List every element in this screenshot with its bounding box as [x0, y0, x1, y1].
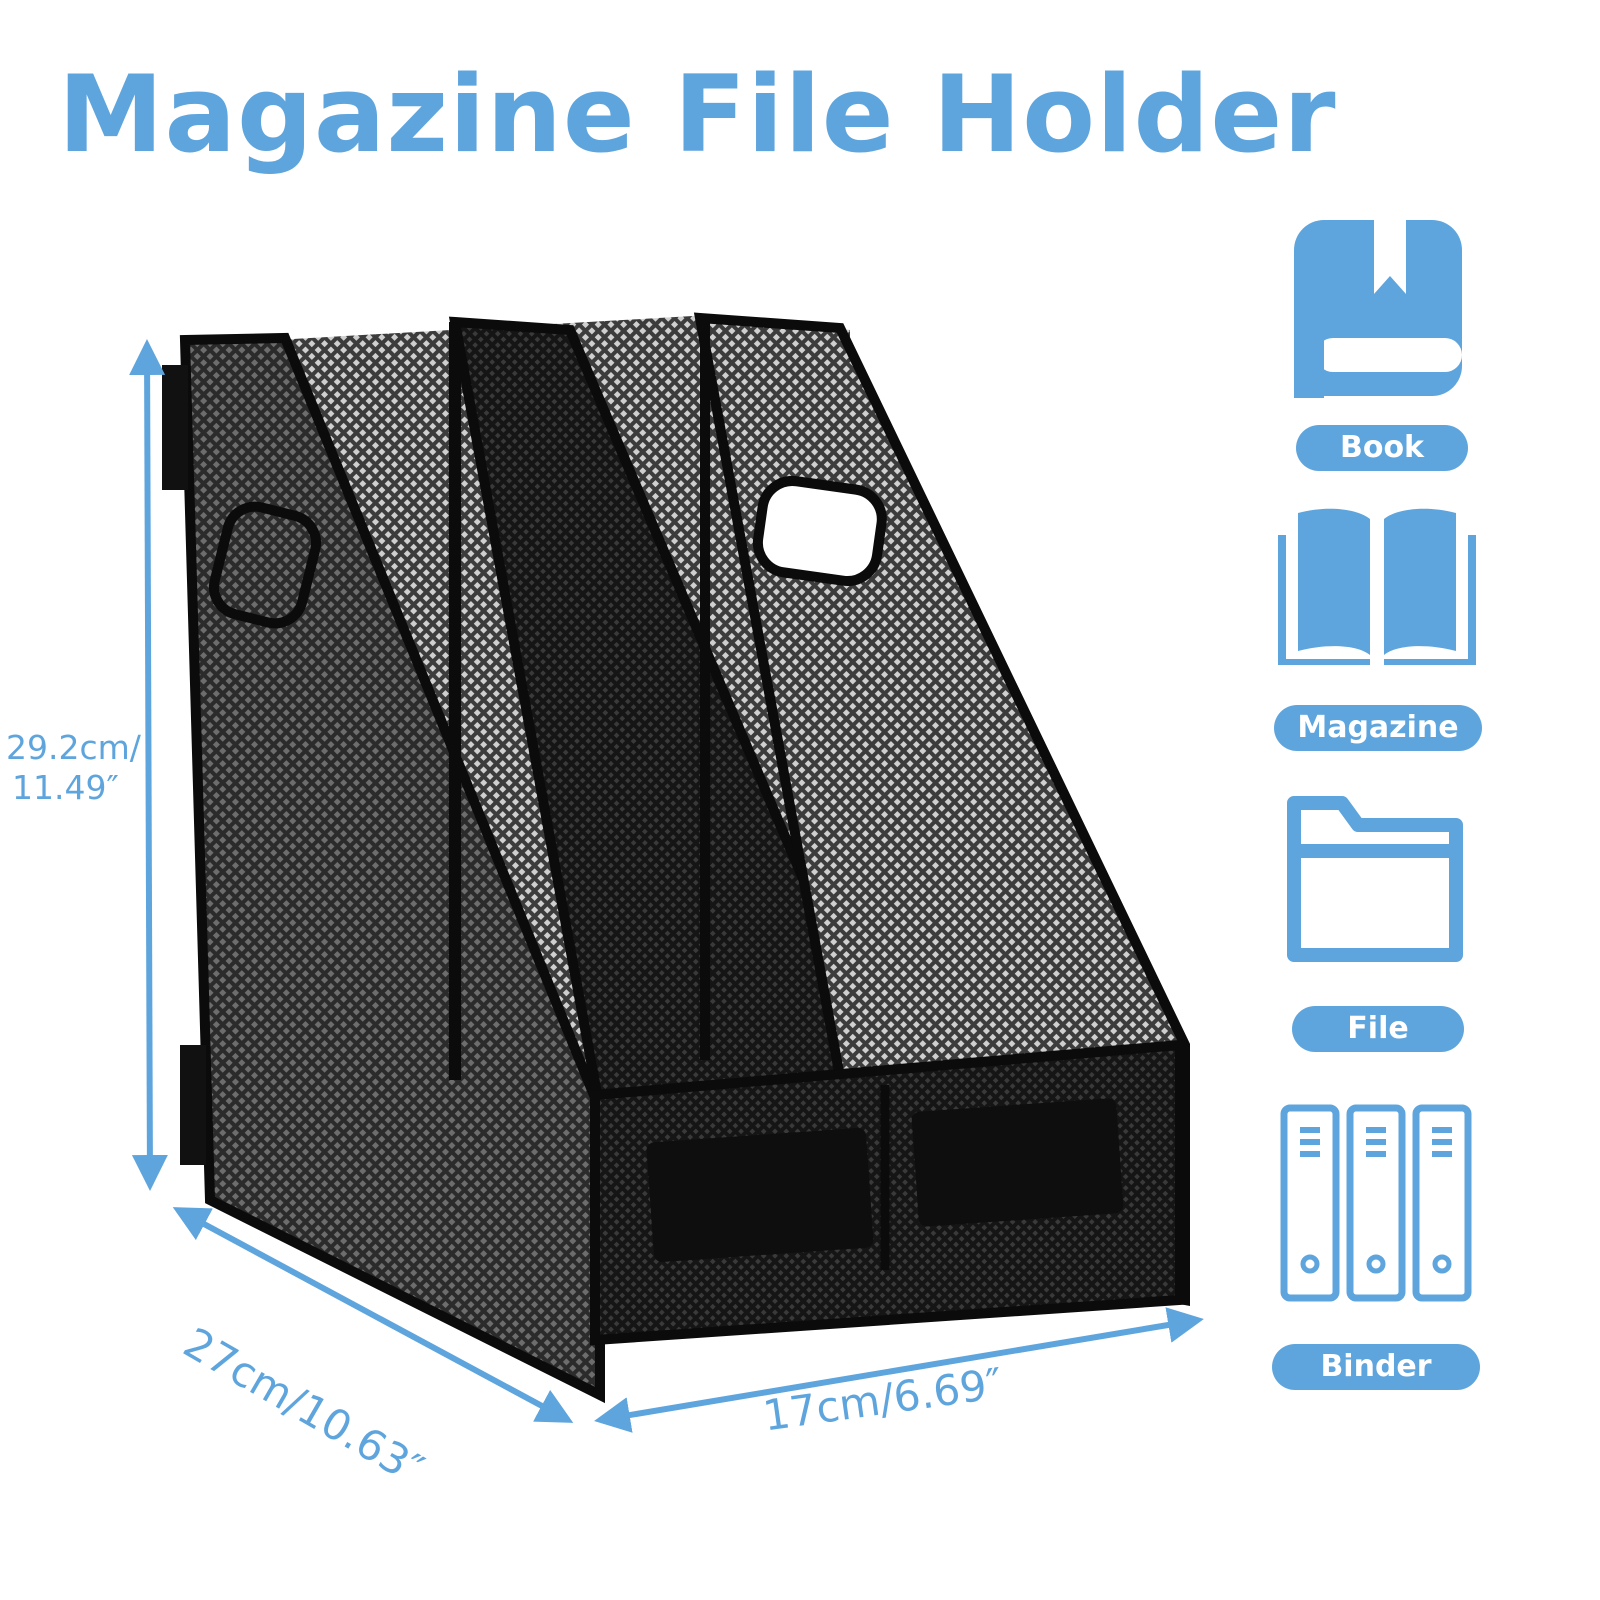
binders-icon: [1280, 1104, 1472, 1302]
height-label-line1: 29.2cm/: [6, 728, 141, 767]
book-icon: [1294, 220, 1462, 398]
use-label-file: File: [1292, 1006, 1464, 1052]
height-label-line2: 11.49″: [12, 767, 119, 807]
height-arrow: [129, 339, 168, 1191]
page-title: Magazine File Holder: [58, 53, 1337, 176]
depth-arrow: [172, 1207, 574, 1423]
open-magazine-icon: [1278, 508, 1476, 665]
height-label: 29.2cm/ 11.49″: [6, 728, 141, 807]
width-arrow: [594, 1307, 1204, 1433]
dimension-arrows: [129, 339, 1204, 1433]
folder-icon: [1287, 796, 1463, 962]
file-holder-product: [162, 312, 1190, 1404]
use-label-book: Book: [1296, 425, 1468, 471]
use-label-binder: Binder: [1272, 1344, 1480, 1390]
use-label-magazine: Magazine: [1274, 705, 1482, 751]
